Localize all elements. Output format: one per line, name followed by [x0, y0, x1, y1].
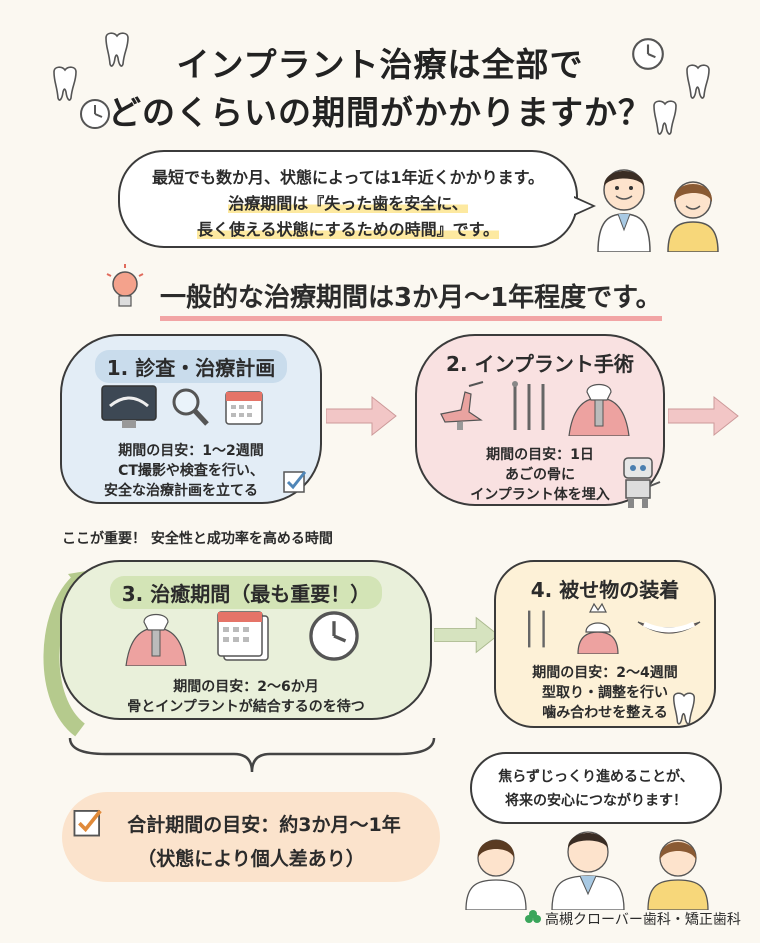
dental-chair-icon [440, 381, 484, 430]
magnifier-icon [172, 388, 209, 426]
clock-icon [309, 611, 359, 661]
arrow-right-icon [668, 395, 739, 437]
speech-bubble-bottom: 焦らずじっくり進めることが、 将来の安心につながります！ [470, 752, 722, 824]
total-note: （状態により個人差あり） [137, 848, 365, 870]
step-4-desc-2: 噛み合わせを整える [542, 705, 668, 721]
smile-teeth-icon [637, 621, 701, 634]
tooth-icon [653, 100, 677, 135]
step-3-title: 3. 治癒期間（最も重要！） [62, 576, 430, 609]
arrow-right-icon [326, 395, 397, 437]
step-3-card: 3. 治癒期間（最も重要！） 期間の目安：2〜6か月 骨とインプラントが結合する… [60, 560, 432, 720]
speech-bottom-line-1: 焦らずじっくり進めることが、 [498, 769, 694, 785]
patient-illustration [667, 181, 719, 252]
step-4-desc-1: 型取り・調整を行い [542, 685, 668, 701]
arrow-right-icon [434, 616, 499, 654]
tooth-crown-icon [577, 602, 619, 654]
step-3-desc: 骨とインプラントが結合するのを待つ [127, 699, 365, 715]
total-duration: 合計期間の目安：約3か月〜1年 [127, 814, 401, 836]
step-1-card: 1. 診査・治療計画 期間の目安：1〜2週間 CT撮影や検査を行い、 安全な治療… [60, 334, 322, 504]
brace-divider [68, 737, 436, 773]
total-summary: 合計期間の目安：約3か月〜1年 （状態により個人差あり） [62, 792, 440, 882]
step-4-duration: 期間の目安：2〜4週間 [532, 665, 678, 681]
important-label: ここが重要！ 安全性と成功率を高める時間 [62, 528, 333, 548]
step-3-duration: 期間の目安：2〜6か月 [173, 679, 319, 695]
step-2-card: 2. インプラント手術 期間の目安：1日 あごの骨に インプラント体を埋入 [415, 334, 665, 506]
dental-tools-icon [512, 381, 545, 430]
step-1-duration: 期間の目安：1〜2週間 [118, 443, 264, 459]
tooth-icon [672, 692, 696, 725]
headline: 一般的な治療期間は3か月〜1年程度です。 [160, 277, 662, 321]
step-2-title: 2. インプラント手術 [446, 352, 634, 376]
step-1-title: 1. 診査・治療計画 [62, 350, 320, 383]
doctor-illustration [597, 169, 651, 252]
clinic-logo-text: 高槻クローバー歯科・矯正歯科 [545, 912, 741, 928]
ct-monitor-icon [101, 385, 157, 428]
staff-illustration [465, 831, 709, 910]
check-icon [283, 471, 307, 493]
tooth-icon [686, 64, 710, 99]
speech-line-2: 治療期間は『失った歯を安全に、 [228, 194, 468, 213]
step-4-title: 4. 被せ物の装着 [530, 578, 680, 602]
important-emphasis: ここが重要！ [62, 531, 146, 547]
clock-icon [632, 38, 664, 70]
step-2-desc-2: インプラント体を埋入 [470, 487, 610, 503]
important-text: 安全性と成功率を高める時間 [150, 531, 333, 547]
speech-line-1: 最短でも数か月、状態によっては1年近くかかります。 [152, 168, 544, 187]
tooth-icon [53, 66, 77, 101]
robot-icon [623, 457, 661, 508]
speech-line-3: 長く使える状態にするための時間』です。 [196, 220, 500, 239]
dental-tools-icon [528, 610, 545, 648]
step-1-desc-2: 安全な治療計画を立てる [104, 483, 258, 499]
clover-icon [525, 910, 541, 923]
lightbulb-icon [106, 264, 144, 307]
clock-icon [80, 99, 110, 129]
check-icon [73, 809, 102, 837]
page-title-line-2: どのくらいの期間がかかりますか？ [108, 93, 652, 132]
speech-bottom-line-2: 将来の安心につながります！ [505, 793, 687, 809]
step-2-desc-1: あごの骨に [505, 467, 575, 483]
implant-icon [568, 383, 630, 436]
step-1-desc-1: CT撮影や検査を行い、 [118, 463, 264, 479]
step-2-duration: 期間の目安：1日 [486, 447, 594, 463]
implant-icon [125, 613, 187, 666]
calendar-icon [217, 611, 269, 661]
calendar-icon [225, 391, 263, 425]
page-title-line-1: インプラント治療は全部で [176, 45, 584, 84]
speech-bubble-top: 最短でも数か月、状態によっては1年近くかかります。 治療期間は『失った歯を安全に… [118, 150, 596, 248]
tooth-icon [105, 32, 129, 67]
